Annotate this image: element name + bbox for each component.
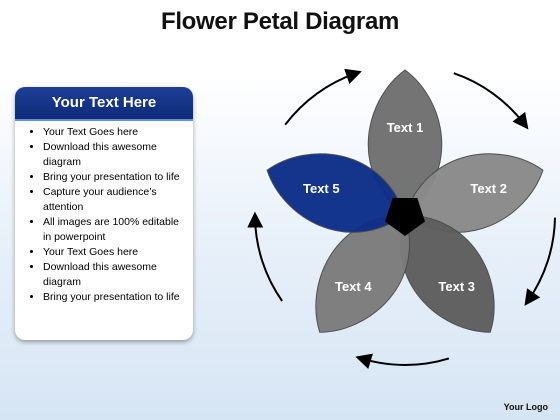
text-card-heading: Your Text Here	[15, 87, 193, 121]
petal-label-2: Text 2	[470, 181, 507, 196]
logo-text: Your Logo	[503, 402, 548, 412]
cycle-arrow	[355, 353, 450, 369]
cycle-arrow	[247, 211, 283, 302]
cycle-arrow	[524, 217, 556, 306]
petal-1	[367, 69, 443, 216]
bullet-item: Bring your presentation to life	[43, 170, 187, 185]
petal-label-1: Text 1	[387, 120, 424, 135]
bullet-list: Your Text Goes here Download this awesom…	[15, 125, 193, 305]
bullet-item: Your Text Goes here	[43, 245, 187, 260]
bullet-item: Capture your audience’s attention	[43, 185, 187, 215]
bullet-item: Bring your presentation to life	[43, 290, 187, 305]
petal-label-3: Text 3	[438, 279, 475, 294]
bullet-item: Download this awesome diagram	[43, 140, 187, 170]
cycle-arrow	[284, 68, 362, 126]
bullet-item: Your Text Goes here	[43, 125, 187, 140]
bullet-item: Download this awesome diagram	[43, 260, 187, 290]
cycle-arrow	[453, 72, 529, 130]
bullet-item: All images are 100% editable in powerpoi…	[43, 215, 187, 245]
slide-title: Flower Petal Diagram	[160, 8, 400, 35]
petal-2	[404, 153, 544, 233]
text-card: Your Text Here Your Text Goes here Downl…	[15, 87, 193, 340]
center-pentagon	[385, 198, 425, 236]
petal-4	[315, 214, 410, 333]
petal-3	[400, 214, 495, 333]
petal-5	[266, 153, 406, 233]
petal-label-5: Text 5	[303, 181, 340, 196]
petal-label-4: Text 4	[335, 279, 372, 294]
